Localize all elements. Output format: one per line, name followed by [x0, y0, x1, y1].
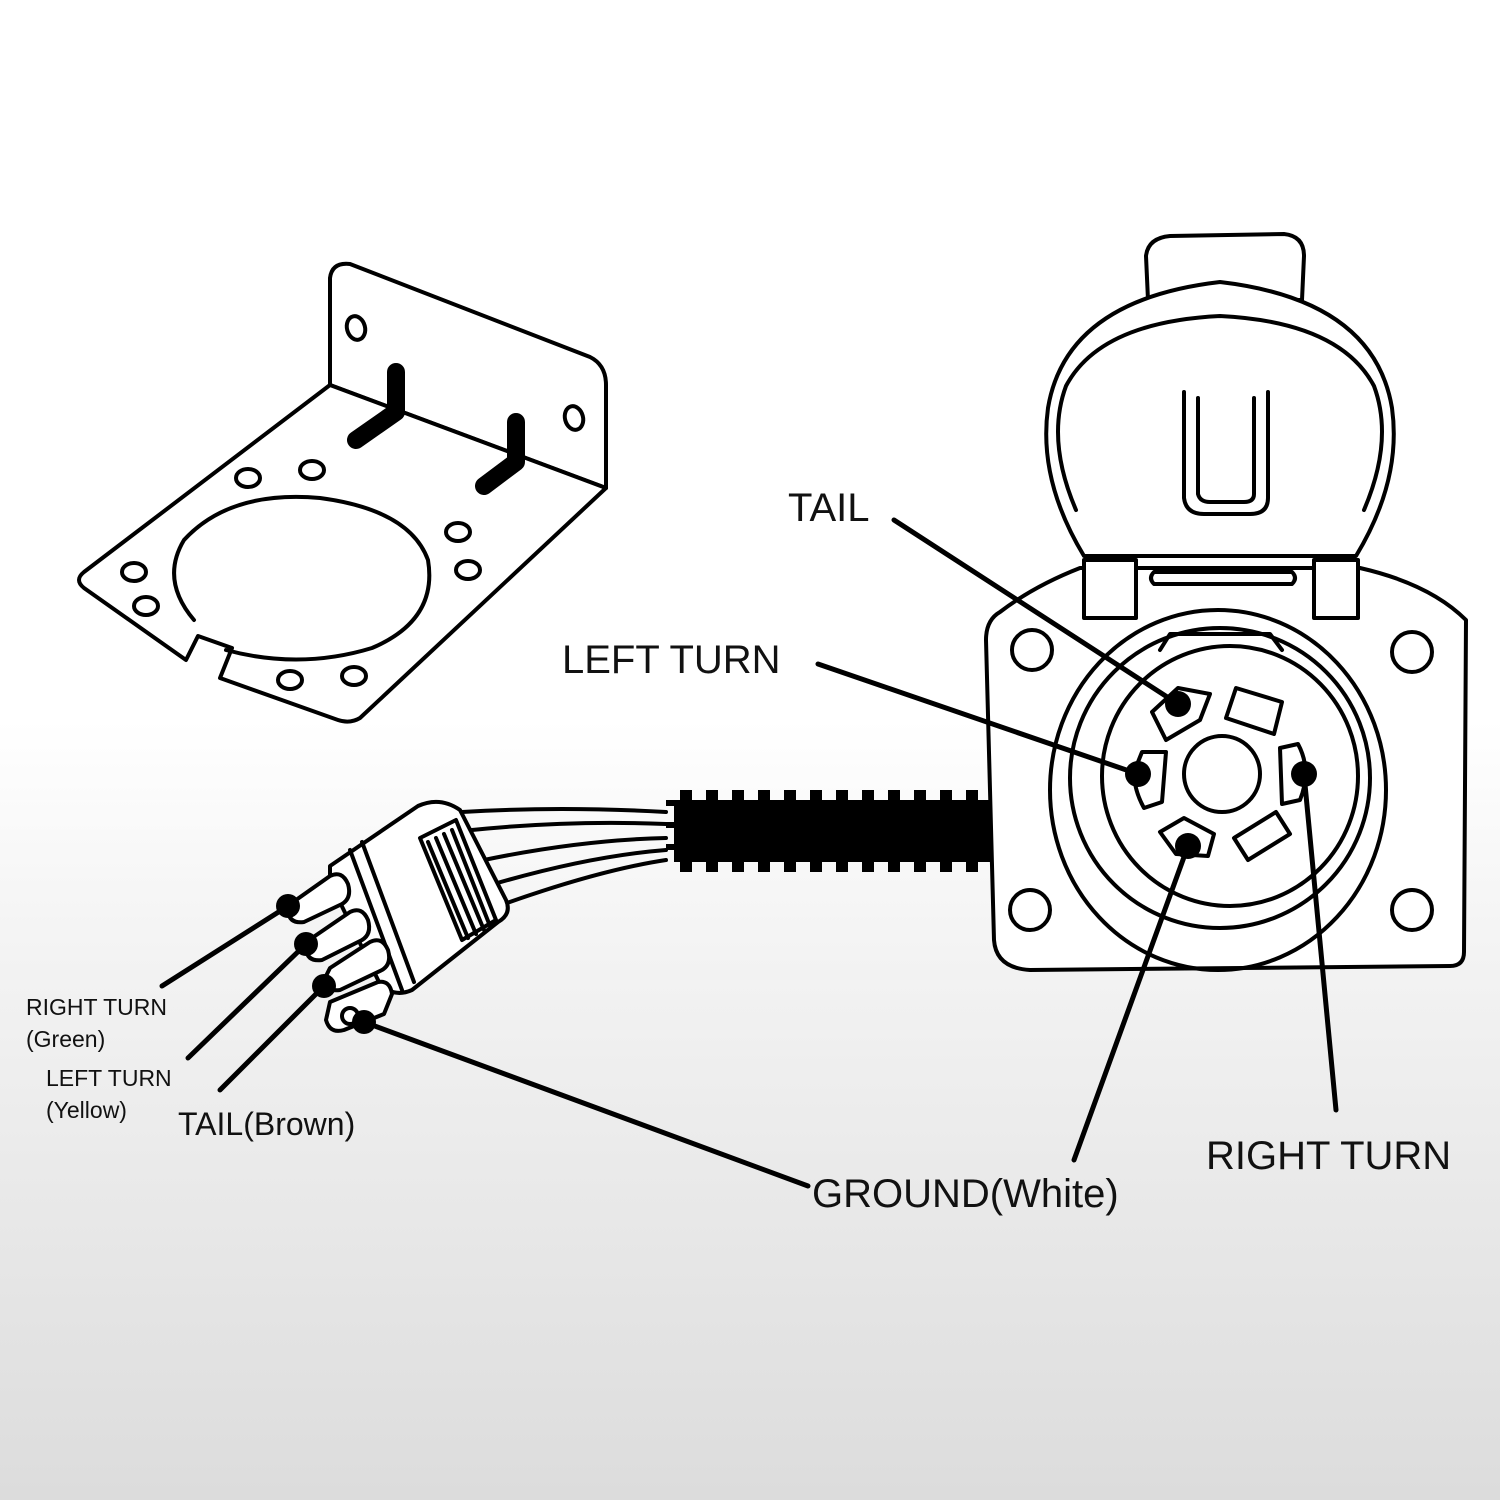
leader-lines	[159, 517, 1339, 1189]
tail-brown-label: TAIL(Brown)	[178, 1106, 356, 1142]
corrugated-conduit	[666, 790, 990, 872]
four-way-flat-plug	[286, 799, 668, 1033]
tail-label: TAIL	[788, 486, 870, 530]
left-turn-yellow-line-1: LEFT TURN	[46, 1065, 172, 1091]
left-turn-yellow-label: LEFT TURN (Yellow)	[46, 1062, 172, 1126]
mounting-bracket	[77, 261, 608, 724]
ground-white-label: GROUND(White)	[812, 1172, 1119, 1216]
left-turn-label: LEFT TURN	[562, 638, 781, 682]
seven-way-socket	[984, 232, 1468, 972]
right-turn-green-line-1: RIGHT TURN	[26, 994, 167, 1020]
right-turn-label: RIGHT TURN	[1206, 1134, 1452, 1178]
right-turn-green-label: RIGHT TURN (Green)	[26, 991, 167, 1055]
right-turn-green-line-2: (Green)	[26, 1026, 106, 1052]
left-turn-yellow-line-2: (Yellow)	[46, 1097, 127, 1123]
